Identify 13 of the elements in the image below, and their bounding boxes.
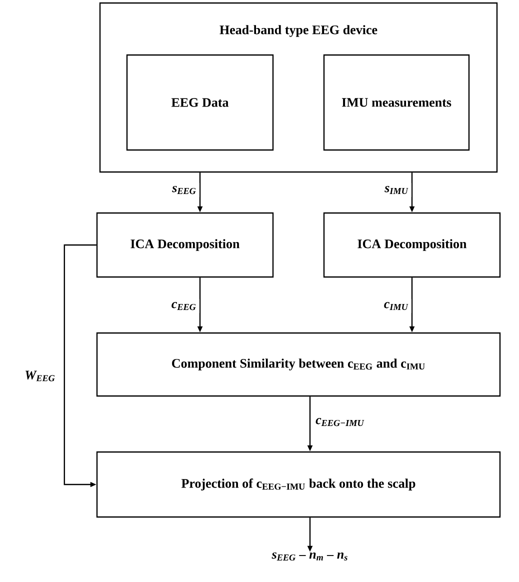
process-box: EEG Data [126,54,274,151]
process-box: ICA Decomposition [96,212,274,278]
edge-label: c$_{EEG−IMU}$ [312,414,368,430]
process-box: Component Similarity between c$_{EEG}$ and c$_{IMU}$ [96,332,501,397]
process-box: Projection of c$_{EEG−IMU}$ back onto the scalp [96,451,501,518]
edge-label: s$_{IMU}$ [382,183,412,198]
process-box: ICA Decomposition [323,212,501,278]
edge-label: c$_{EEG}$ [168,298,200,314]
edge-label: c$_{IMU}$ [380,299,412,314]
output-text: s$_{EEG}$ – n$_{m}$ – n$_{s}$ [272,552,348,561]
process-box: IMU measurements [323,54,470,151]
edge-label: s$_{EEG}$ [169,182,200,198]
edge-label: W$_{EEG}$ [22,368,58,384]
